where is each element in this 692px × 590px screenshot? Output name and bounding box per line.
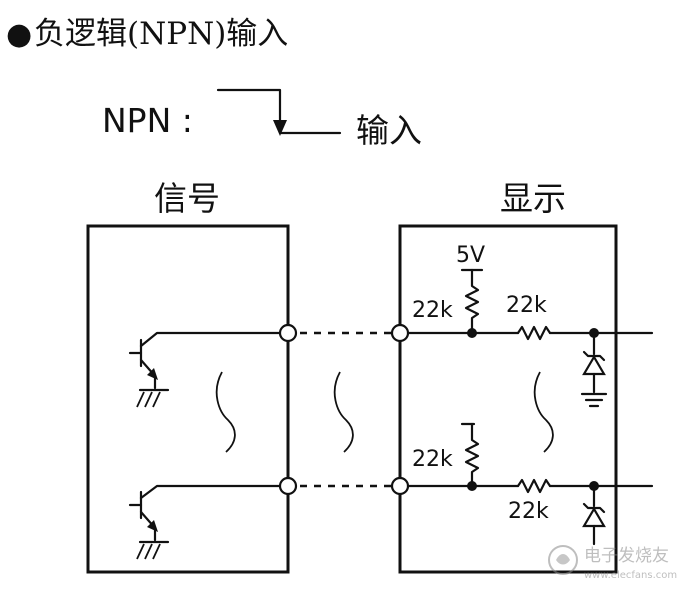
break-mark-right <box>533 371 554 453</box>
signal-terminal-top <box>278 323 298 343</box>
npn-transistor-bottom <box>128 484 290 542</box>
series-resistor-bottom <box>516 478 552 494</box>
signal-terminal-bottom <box>278 476 298 496</box>
ground-symbol-top <box>136 388 170 408</box>
pullup-resistor-top <box>464 268 480 335</box>
page-title: 负逻辑(NPN)输入 <box>34 16 288 52</box>
npn-legend-label: NPN : <box>102 101 193 140</box>
display-terminal-top <box>390 323 410 343</box>
series-resistor-top-label: 22k <box>506 293 547 318</box>
watermark-logo: 电子发烧友 www.elecfans.com <box>548 545 677 581</box>
zener-diode-top <box>582 331 606 394</box>
ground-symbol-display-top <box>580 392 608 408</box>
supply-voltage-label: 5V <box>456 243 485 268</box>
signal-panel-title: 信号 <box>154 179 220 218</box>
junction-top-pullup <box>467 328 477 338</box>
pullup-resistor-top-label: 22k <box>412 298 453 323</box>
display-panel-title: 显示 <box>500 179 566 218</box>
npn-step-symbol <box>216 88 342 136</box>
zener-diode-bottom <box>582 484 606 546</box>
watermark-icon <box>548 545 578 575</box>
series-resistor-top <box>516 325 552 341</box>
watermark-text: 电子发烧友 <box>584 546 669 566</box>
npn-legend-input-label: 输入 <box>356 111 422 150</box>
npn-transistor-top <box>128 331 290 390</box>
watermark-subtext: www.elecfans.com <box>584 570 677 581</box>
junction-bottom-pullup <box>467 481 477 491</box>
pullup-resistor-bottom <box>464 422 480 488</box>
break-mark-left <box>215 371 236 453</box>
series-resistor-bottom-label: 22k <box>508 499 549 524</box>
display-panel-box <box>398 224 618 574</box>
pullup-resistor-bottom-label: 22k <box>412 447 453 472</box>
ground-symbol-bottom <box>136 540 170 560</box>
signal-panel-box <box>86 224 290 574</box>
break-mark-middle <box>333 371 354 453</box>
display-terminal-bottom <box>390 476 410 496</box>
heading-bullet: ● <box>6 17 32 52</box>
